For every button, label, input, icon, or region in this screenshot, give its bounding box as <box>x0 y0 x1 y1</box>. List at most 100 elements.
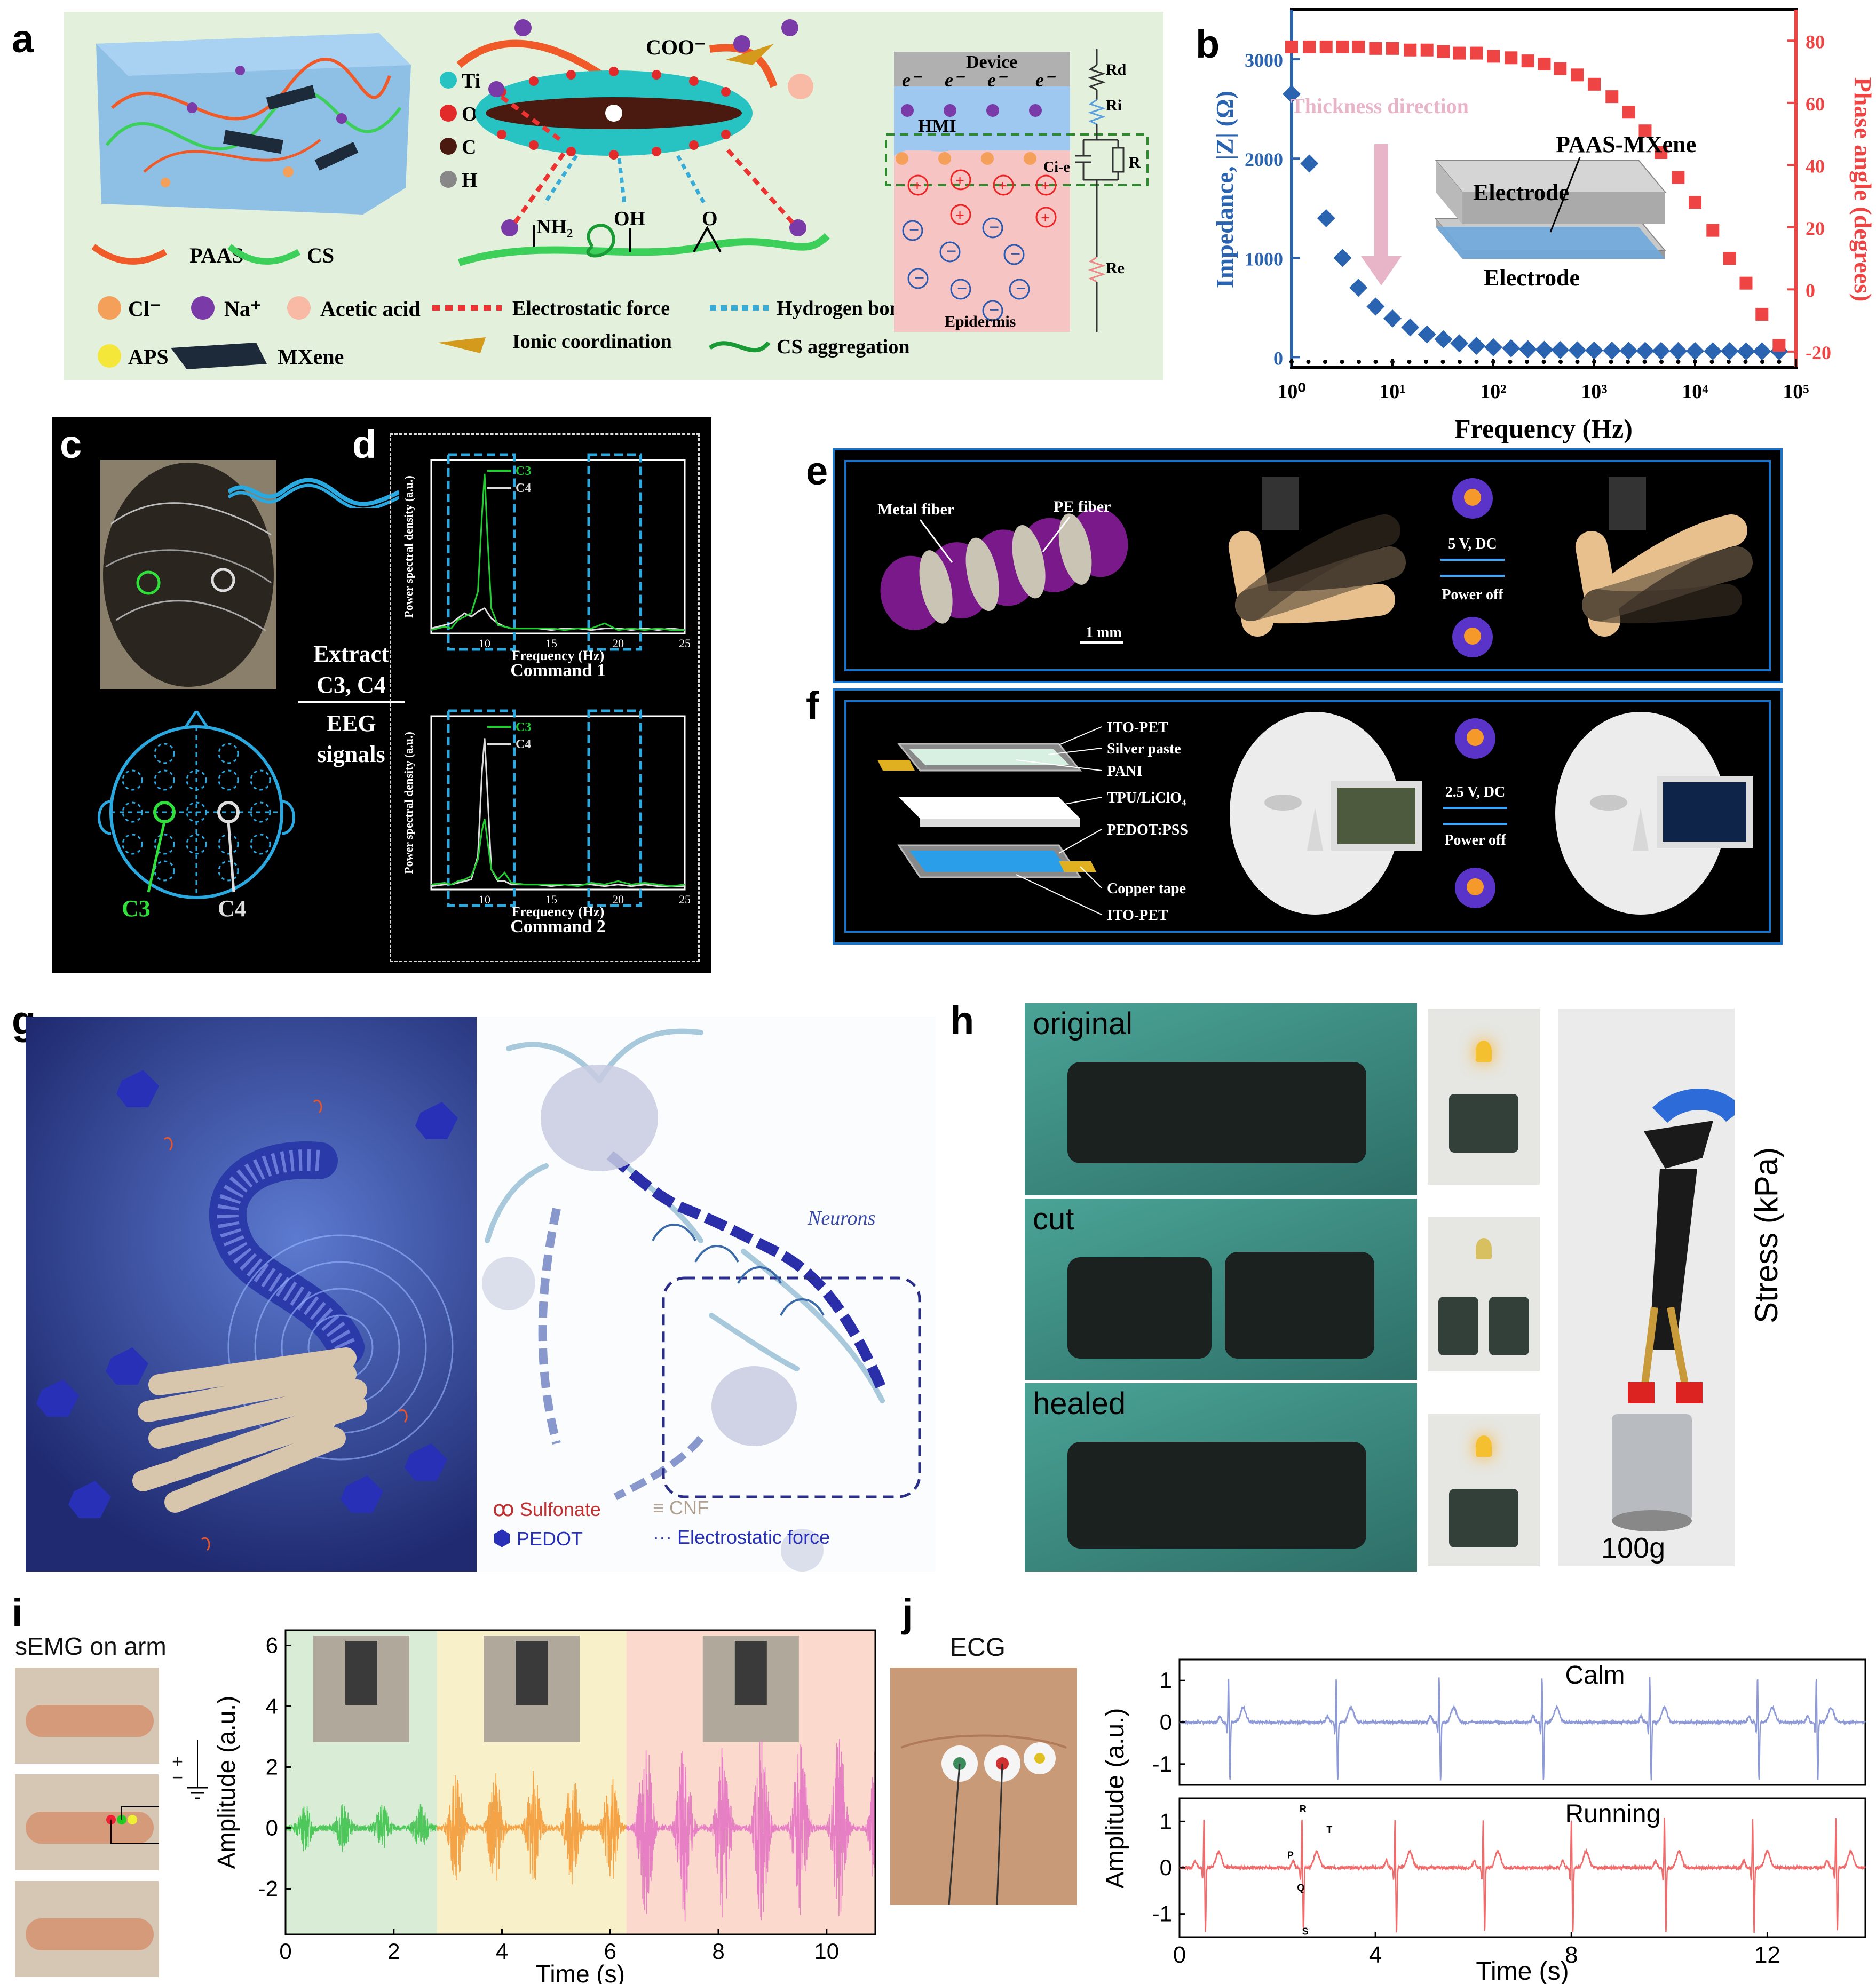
psd-ylabel: Power spectral density (a.u.) <box>402 475 415 618</box>
left-tick-label: 2000 <box>1245 149 1283 170</box>
anion-label: − <box>1010 244 1020 264</box>
legend-label: C3 <box>516 464 531 478</box>
impedance-point <box>1317 209 1335 227</box>
signal-cable-icon <box>228 478 399 508</box>
label-hmi: HMI <box>918 116 956 136</box>
baseline-point <box>1458 360 1462 364</box>
y-tick-label: 4 <box>266 1694 278 1719</box>
impedance-point <box>1669 342 1688 360</box>
psd-line-c4 <box>431 607 685 631</box>
psd-x-tick: 15 <box>545 637 557 650</box>
hydrogel-piece-left <box>1067 1257 1212 1359</box>
right-tick-label: -20 <box>1806 342 1831 363</box>
wave-p: P <box>1287 1850 1294 1861</box>
layer-silver: Silver paste <box>1107 741 1181 757</box>
mannequin-right <box>1555 712 1753 915</box>
y-tick-label: 0 <box>1160 1710 1172 1735</box>
legend-label: C3 <box>516 720 531 734</box>
label-weight: 100g <box>1601 1532 1666 1564</box>
group-oh: OH <box>614 208 645 230</box>
psd-frame <box>430 459 686 634</box>
scale-label: 1 mm <box>1086 624 1122 641</box>
right-tick-label: 60 <box>1806 93 1825 115</box>
eeg-head-diagram: C3 C4 <box>98 711 295 922</box>
impedance-point <box>1619 342 1638 360</box>
electrode-minus: − <box>172 1766 184 1788</box>
phase-point <box>1352 40 1365 53</box>
x-tick-label: 10⁰ <box>1277 380 1305 403</box>
mannequin-left <box>1230 712 1422 915</box>
baseline-point <box>1609 360 1613 364</box>
baseline-point <box>1760 360 1764 364</box>
phase-point <box>1420 43 1434 57</box>
atom-c: C <box>462 136 476 158</box>
na-legend-icon <box>191 296 215 320</box>
impedance-point <box>1636 342 1655 360</box>
legend-electrostatic-g: Electrostatic force <box>677 1526 830 1548</box>
group-nh2: NH₂ <box>536 216 573 238</box>
photo-original: original <box>1025 1003 1417 1199</box>
beta-band-box <box>587 453 642 651</box>
photo-cut: cut <box>1025 1199 1417 1383</box>
panel-label-a: a <box>12 17 34 61</box>
arm-photos <box>15 1668 159 1980</box>
psd-ylabel: Power spectral density (a.u.) <box>402 732 415 874</box>
x-tick-label: 8 <box>712 1939 724 1964</box>
phase-point <box>1505 51 1518 65</box>
baseline-point <box>1743 360 1748 364</box>
phase-point <box>1470 46 1483 60</box>
phase-point <box>1772 339 1786 352</box>
electron-label: e⁻ <box>945 69 965 91</box>
semg-signal <box>285 1804 438 1852</box>
phase-point <box>1521 54 1534 68</box>
xlabel-frequency: Frequency (Hz) <box>1454 414 1633 443</box>
phase-point <box>1538 57 1551 70</box>
beta-band-box <box>587 709 642 907</box>
ionic-legend-icon <box>438 337 486 353</box>
psd-x-tick: 20 <box>612 893 624 906</box>
atom-o: O <box>462 103 478 125</box>
legend-na: Na⁺ <box>224 297 262 321</box>
electron-label: e⁻ <box>902 69 923 91</box>
hydrogel-piece-right <box>1225 1252 1374 1359</box>
mxene-legend-icon <box>171 343 267 369</box>
cation-label: + <box>1041 177 1050 195</box>
semg-title: sEMG on arm <box>15 1632 167 1660</box>
group-o: O <box>702 208 718 230</box>
panel-label-c: c <box>60 422 82 466</box>
electrochromic-layers: ITO-PET Silver paste PANI TPU/LiClO₄ PED… <box>877 719 1188 924</box>
stretched-hydrogel <box>1649 1169 1697 1350</box>
hydrogel-sample-healed <box>1067 1442 1366 1549</box>
y-tick-label: 2 <box>266 1755 278 1780</box>
phase-point <box>1319 40 1333 53</box>
pedot-icon: ⬢ <box>493 1527 511 1550</box>
inset-electrode-bottom: Electrode <box>1484 265 1580 291</box>
impedance-point <box>1518 340 1537 359</box>
ylabel-phase: Phase angle (degrees) <box>1849 77 1876 302</box>
electrostatic-dots-icon: ··· <box>653 1526 672 1548</box>
baseline-point <box>1676 360 1681 364</box>
impedance-point <box>1568 341 1587 360</box>
legend-pedot: PEDOT <box>516 1528 583 1550</box>
label-power-off-f: Power off <box>1444 832 1506 848</box>
photo-healed: healed <box>1025 1383 1417 1572</box>
channels-label: C3, C4 <box>316 672 386 698</box>
psd-line-c4 <box>431 738 685 887</box>
baseline-point <box>1323 360 1327 364</box>
hydrogel-sample <box>1067 1062 1366 1163</box>
phase-point <box>1369 42 1382 55</box>
label-c4: C4 <box>218 895 247 922</box>
phase-point <box>1605 90 1619 104</box>
ecg-condition-label: Running <box>1565 1800 1661 1828</box>
led-on-original <box>1428 1009 1540 1185</box>
panel-g-neurons: Neurons ꝏ Sulfonate ≡ CNF ⬢ PEDOT ··· El… <box>477 1017 936 1572</box>
inset-material: PAAS-MXene <box>1556 131 1696 157</box>
psd-frame <box>430 715 686 891</box>
psd-x-tick: 10 <box>479 637 490 650</box>
cnf-icon: ≡ <box>653 1497 664 1519</box>
cation-label: + <box>998 177 1007 195</box>
alpha-band-box <box>447 453 516 651</box>
psd-line-c3 <box>431 473 685 631</box>
phase-point <box>1437 45 1450 58</box>
